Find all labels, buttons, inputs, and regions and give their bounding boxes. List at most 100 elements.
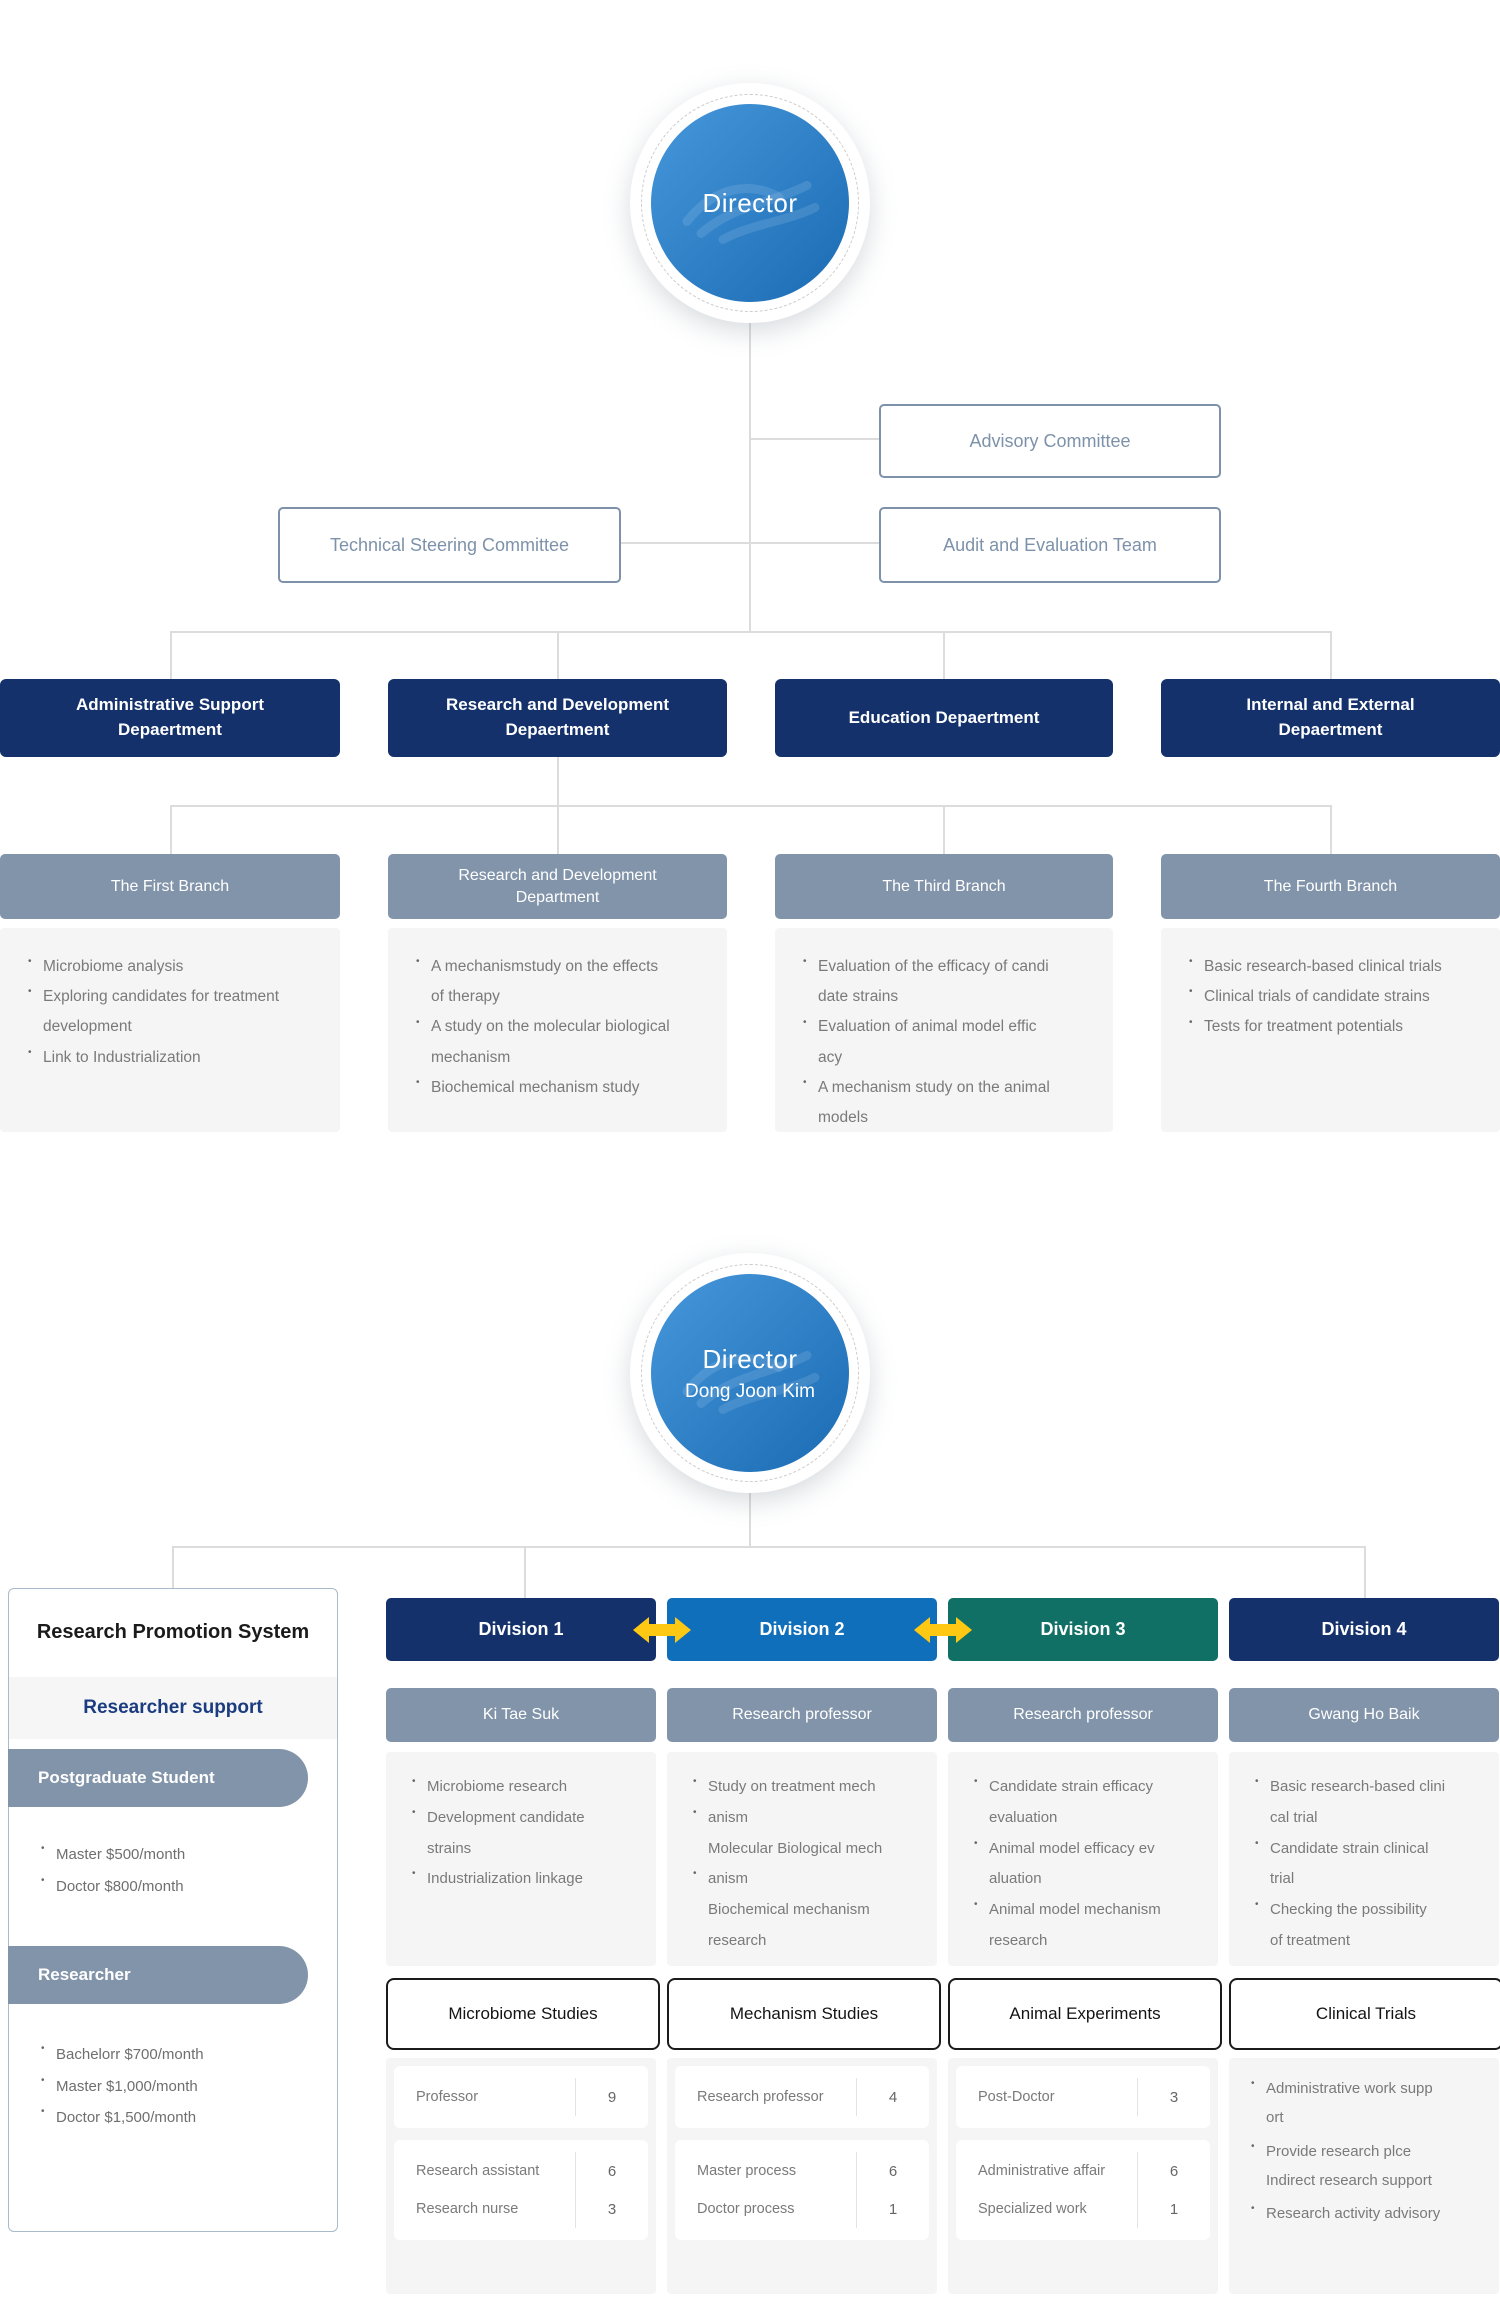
staff-card: Professor 9 <box>394 2066 648 2128</box>
staff-count: 1 <box>1137 2190 1210 2228</box>
staff-count: 4 <box>856 2078 929 2116</box>
technical-steering-committee-box: Technical Steering Committee <box>278 507 621 583</box>
staff-card: Post-Doctor 3 <box>956 2066 1210 2128</box>
staff-role: Post-Doctor <box>978 2089 1055 2105</box>
staff-count: 6 <box>856 2152 929 2190</box>
connector-line <box>943 631 945 679</box>
connector-line <box>557 805 559 854</box>
list-item: Provide research plce Indirect research … <box>1249 2137 1493 2196</box>
division2-header: Division 2 <box>667 1598 937 1661</box>
staff-role: Doctor process <box>697 2201 795 2217</box>
director-circle: Director Dong Joon Kim <box>651 1274 849 1472</box>
staff-role: Professor <box>416 2089 479 2105</box>
staff-count: 3 <box>1137 2078 1210 2116</box>
staff-card: Administrative affair 6 Specialized work… <box>956 2140 1210 2240</box>
staff-count: 9 <box>575 2078 648 2116</box>
list-item: Checking the possibility of treatment <box>1253 1895 1489 1957</box>
staff-count: 6 <box>575 2152 648 2190</box>
division1-lead: Ki Tae Suk <box>386 1688 656 1742</box>
division2-focus: Study on treatment mechanism Molecular B… <box>667 1752 937 1966</box>
division1-staff-panel: Professor 9 Research assistant 6 Researc… <box>386 2058 656 2294</box>
staff-row: Doctor process 1 <box>675 2190 929 2228</box>
list-item: Master $1,000/month <box>39 2071 204 2103</box>
branch-body-rnd: A mechanismstudy on the effects of thera… <box>388 928 727 1132</box>
list-item: Microbiome research <box>410 1772 646 1803</box>
list-item: A mechanism study on the animal models <box>801 1073 1097 1133</box>
division3-focus: Candidate strain efficacy evaluationAnim… <box>948 1752 1218 1966</box>
branch-body-fourth: Basic research-based clinical trialsClin… <box>1161 928 1500 1132</box>
connector-line <box>170 805 172 854</box>
swap-arrow-icon <box>633 1617 691 1643</box>
list-item: Basic research-based clinical trials <box>1187 952 1484 982</box>
division3-header: Division 3 <box>948 1598 1218 1661</box>
focus-list: Study on treatment mechanism Molecular B… <box>691 1772 927 1957</box>
list-item: Microbiome analysis <box>26 952 324 982</box>
list-item: Tests for treatment potentials <box>1187 1012 1484 1042</box>
department-box-rnd: Research and Development Depaertment <box>388 679 727 757</box>
branch-task-list: Microbiome analysisExploring candidates … <box>26 952 324 1073</box>
department-box-education: Education Depaertment <box>775 679 1113 757</box>
staff-row: Research professor 4 <box>675 2078 929 2116</box>
panel-title: Research Promotion System <box>36 1621 310 1643</box>
director-label: Director <box>702 1343 798 1374</box>
audit-evaluation-team-box: Audit and Evaluation Team <box>879 507 1221 583</box>
connector-line <box>1364 1546 1366 1598</box>
division4-support-panel: Administrative work supp ortProvide rese… <box>1229 2058 1499 2294</box>
dashed-ring <box>641 1264 859 1482</box>
branch-body-first: Microbiome analysisExploring candidates … <box>0 928 340 1132</box>
list-item: Exploring candidates for treatment devel… <box>26 982 324 1042</box>
division4-header: Division 4 <box>1229 1598 1499 1661</box>
staff-count: 1 <box>856 2190 929 2228</box>
connector-line <box>557 757 559 805</box>
director-label: Director <box>702 187 798 218</box>
connector-line <box>749 318 751 631</box>
director-node: Director Dong Joon Kim <box>630 1253 870 1493</box>
unit-box-animal-experiments: Animal Experiments <box>948 1978 1222 2050</box>
division4-focus: Basic research-based clini cal trialCand… <box>1229 1752 1499 1966</box>
staff-row: Research assistant 6 <box>394 2152 648 2190</box>
staff-row: Master process 6 <box>675 2152 929 2190</box>
branch-header-fourth: The Fourth Branch <box>1161 854 1500 919</box>
staff-row: Specialized work 1 <box>956 2190 1210 2228</box>
division2-lead: Research professor <box>667 1688 937 1742</box>
division2-staff-panel: Research professor 4 Master process 6 Do… <box>667 2058 937 2294</box>
list-item: anism Biochemical mechanism research <box>691 1864 927 1956</box>
connector-line <box>170 631 1330 633</box>
staff-row: Research nurse 3 <box>394 2190 648 2228</box>
staff-card: Research professor 4 <box>675 2066 929 2128</box>
research-promotion-panel: Research Promotion System Researcher sup… <box>8 1588 338 2232</box>
department-box-internal-external: Internal and External Depaertment <box>1161 679 1500 757</box>
connector-line <box>617 542 879 544</box>
advisory-committee-box: Advisory Committee <box>879 404 1221 478</box>
division4-lead: Gwang Ho Baik <box>1229 1688 1499 1742</box>
branch-header-rnd: Research and Development Department <box>388 854 727 919</box>
support-notes-list: Administrative work supp ortProvide rese… <box>1249 2074 1493 2228</box>
staff-role: Research assistant <box>416 2163 540 2179</box>
director-name: Dong Joon Kim <box>685 1380 815 1402</box>
connector-line <box>943 805 945 854</box>
staff-row: Administrative affair 6 <box>956 2152 1210 2190</box>
list-item: Doctor $1,500/month <box>39 2102 204 2134</box>
connector-line <box>170 631 172 679</box>
list-item: Research activity advisory <box>1249 2199 1493 2228</box>
list-item: Link to Industrialization <box>26 1043 324 1073</box>
division1-focus: Microbiome researchDevelopment candidate… <box>386 1752 656 1966</box>
list-item: Industrialization linkage <box>410 1864 646 1895</box>
focus-list: Basic research-based clini cal trialCand… <box>1253 1772 1489 1957</box>
division3-staff-panel: Post-Doctor 3 Administrative affair 6 Sp… <box>948 2058 1218 2294</box>
researcher-pill: Researcher <box>8 1946 308 2004</box>
focus-list: Candidate strain efficacy evaluationAnim… <box>972 1772 1208 1957</box>
list-item: Candidate strain efficacy evaluation <box>972 1772 1208 1834</box>
list-item: Basic research-based clini cal trial <box>1253 1772 1489 1834</box>
connector-line <box>172 1546 174 1588</box>
list-item: Administrative work supp ort <box>1249 2074 1493 2133</box>
researcher-stipend-list: Bachelorr $700/monthMaster $1,000/monthD… <box>39 2039 204 2134</box>
staff-role: Specialized work <box>978 2201 1087 2217</box>
branch-task-list: Evaluation of the efficacy of candi date… <box>801 952 1097 1133</box>
connector-line <box>1330 631 1332 679</box>
postgraduate-stipend-list: Master $500/monthDoctor $800/month <box>39 1839 185 1902</box>
researcher-support-band: Researcher support <box>9 1677 337 1739</box>
list-item: Animal model efficacy ev aluation <box>972 1834 1208 1896</box>
dashed-ring <box>641 94 859 312</box>
